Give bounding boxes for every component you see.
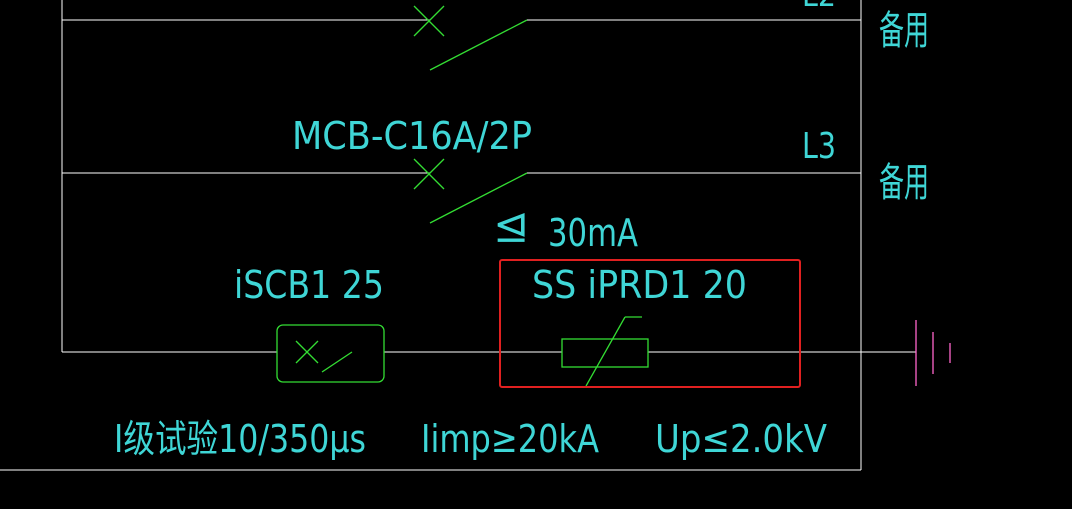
prd-label: SS iPRD1 20: [532, 263, 747, 307]
spd-test-class: Ⅰ级试验10/350μs: [114, 417, 366, 461]
circuit-l2-spare-label: 备用: [879, 8, 929, 54]
circuit-l2-phase: L2: [802, 0, 836, 14]
spd-protection-voltage: Up≤2.0kV: [655, 417, 827, 461]
spd-highlight-box: [499, 259, 801, 388]
scb-label: iSCB1 25: [234, 263, 384, 307]
circuit-l3-phase: L3: [802, 126, 836, 167]
circuit-l3-spare-label: 备用: [879, 160, 929, 206]
circuit-l3-breaker-symbol: [413, 158, 528, 224]
varistor-surge-protector-symbol: [561, 316, 649, 387]
circuit-l3-breaker-label: MCB-C16A/2P: [292, 114, 532, 158]
rcd-rating: 30mA: [548, 211, 638, 255]
circuit-l2-breaker-symbol: [413, 5, 528, 71]
scb-backup-breaker-symbol: [276, 324, 385, 383]
ground-icon: [915, 320, 951, 386]
rcd-symbol: ⊴: [493, 204, 529, 250]
spd-impulse-current: Iimp≥20kA: [421, 417, 599, 461]
